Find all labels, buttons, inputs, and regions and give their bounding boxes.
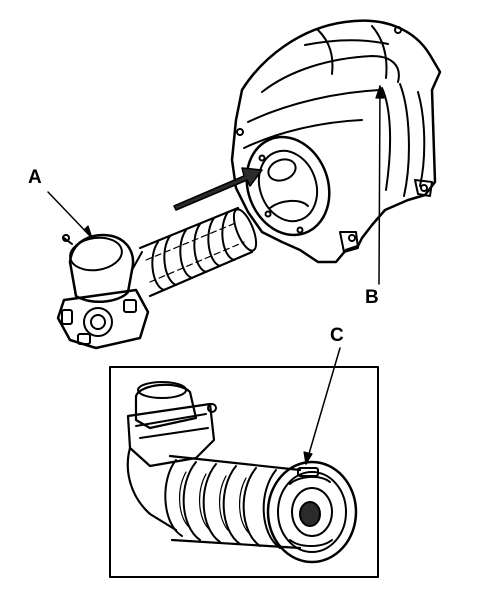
throttle-opening	[245, 135, 331, 237]
callout-label-b: B	[365, 287, 379, 308]
manifold-housing	[230, 19, 442, 264]
resonator-tube	[138, 206, 258, 298]
part-a-housing	[56, 233, 150, 350]
callout-label-a: A	[28, 167, 42, 188]
detail-inset	[109, 347, 379, 578]
leader-lines-upper	[47, 85, 385, 285]
leader-line-c	[305, 347, 341, 465]
inset-end-cap	[266, 460, 358, 564]
inset-tube	[164, 454, 302, 550]
callout-label-c: C	[330, 325, 344, 346]
insertion-arrow	[173, 167, 263, 211]
